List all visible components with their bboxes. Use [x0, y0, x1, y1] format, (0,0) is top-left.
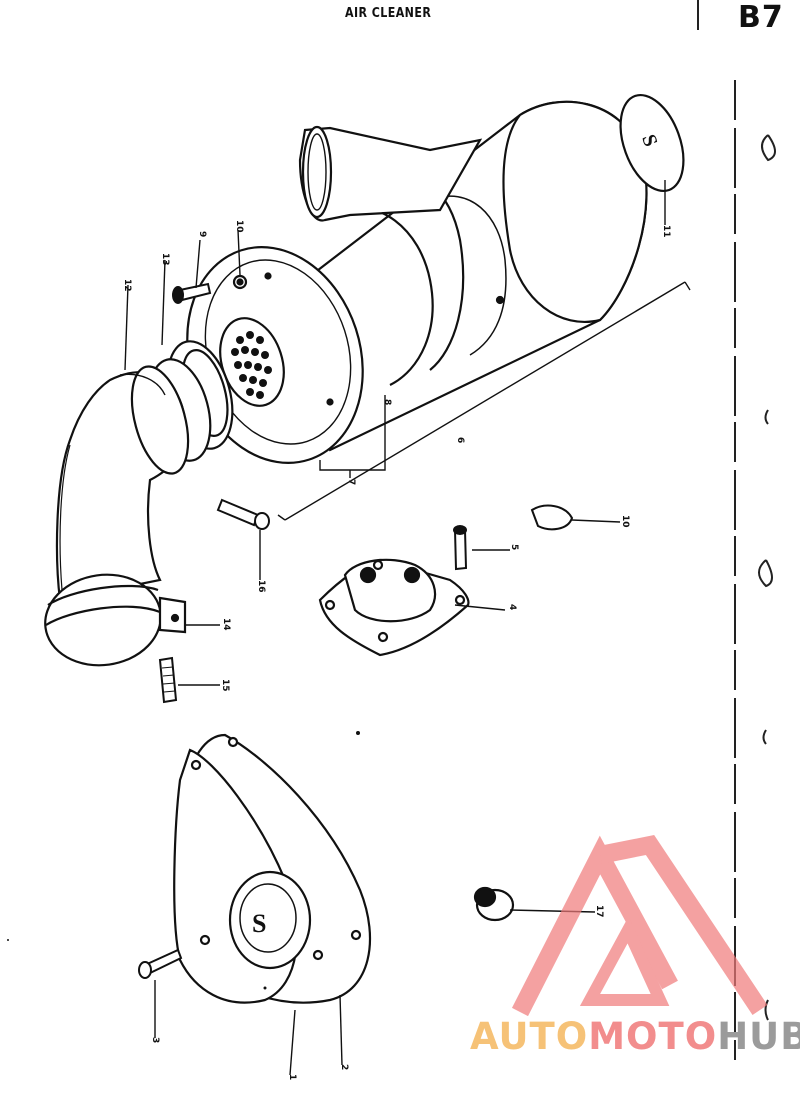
pin-5 [453, 525, 468, 571]
callout-5: 5 [509, 544, 519, 550]
watermark-auto: AUTO [470, 1015, 589, 1058]
binder-hole [761, 134, 776, 162]
callout-13: 13 [160, 253, 170, 266]
binder-hole [762, 729, 767, 745]
callout-4: 4 [507, 604, 517, 610]
mesh-holes [231, 331, 272, 399]
end-cap-label: S [619, 93, 685, 193]
watermark-logo [511, 834, 768, 1017]
screw-3 [138, 948, 183, 979]
callout-7: 7 [346, 479, 356, 485]
bolt-15 [158, 656, 178, 704]
hose-clamp [44, 573, 187, 667]
callout-1: 1 [287, 1074, 297, 1080]
binder-edge [697, 0, 776, 1060]
cover-plate [318, 558, 470, 657]
watermark-moto: MOTO [588, 1015, 718, 1058]
binder-hole [764, 999, 769, 1021]
screw-16 [216, 498, 270, 530]
callout-6: 6 [455, 437, 465, 443]
leader-lines [124, 180, 691, 1076]
housing-cover: S [173, 733, 372, 1004]
inlet-snorkel [298, 125, 483, 222]
callout-labels: 12 13 9 10 11 8 7 6 16 5 4 10 14 15 17 3… [122, 220, 671, 1080]
grommet-17 [473, 886, 515, 922]
rubber-pad [530, 504, 574, 531]
callout-17: 17 [594, 905, 604, 918]
bolt-9 [172, 282, 212, 304]
callout-9: 9 [197, 231, 207, 237]
callout-15: 15 [220, 679, 230, 692]
callout-10: 10 [234, 220, 244, 233]
callout-8: 8 [382, 399, 392, 405]
binder-hole [758, 559, 773, 588]
callout-10b: 10 [620, 515, 630, 528]
callout-11: 11 [661, 225, 671, 238]
suzuki-logo-emboss: S [252, 909, 266, 938]
watermark-hub: HUB [717, 1015, 800, 1058]
page-title: AIR CLEANER [345, 6, 432, 21]
callout-14: 14 [221, 618, 231, 631]
page-code: B7 [738, 0, 784, 35]
callout-16: 16 [256, 580, 266, 593]
callout-12: 12 [122, 279, 132, 292]
watermark-text: AUTOMOTOHUB [470, 1015, 800, 1058]
callout-3: 3 [150, 1037, 160, 1043]
scan-specks [7, 731, 360, 990]
callout-2: 2 [339, 1064, 349, 1070]
binder-hole [764, 409, 769, 425]
elbow-hose [55, 365, 190, 602]
